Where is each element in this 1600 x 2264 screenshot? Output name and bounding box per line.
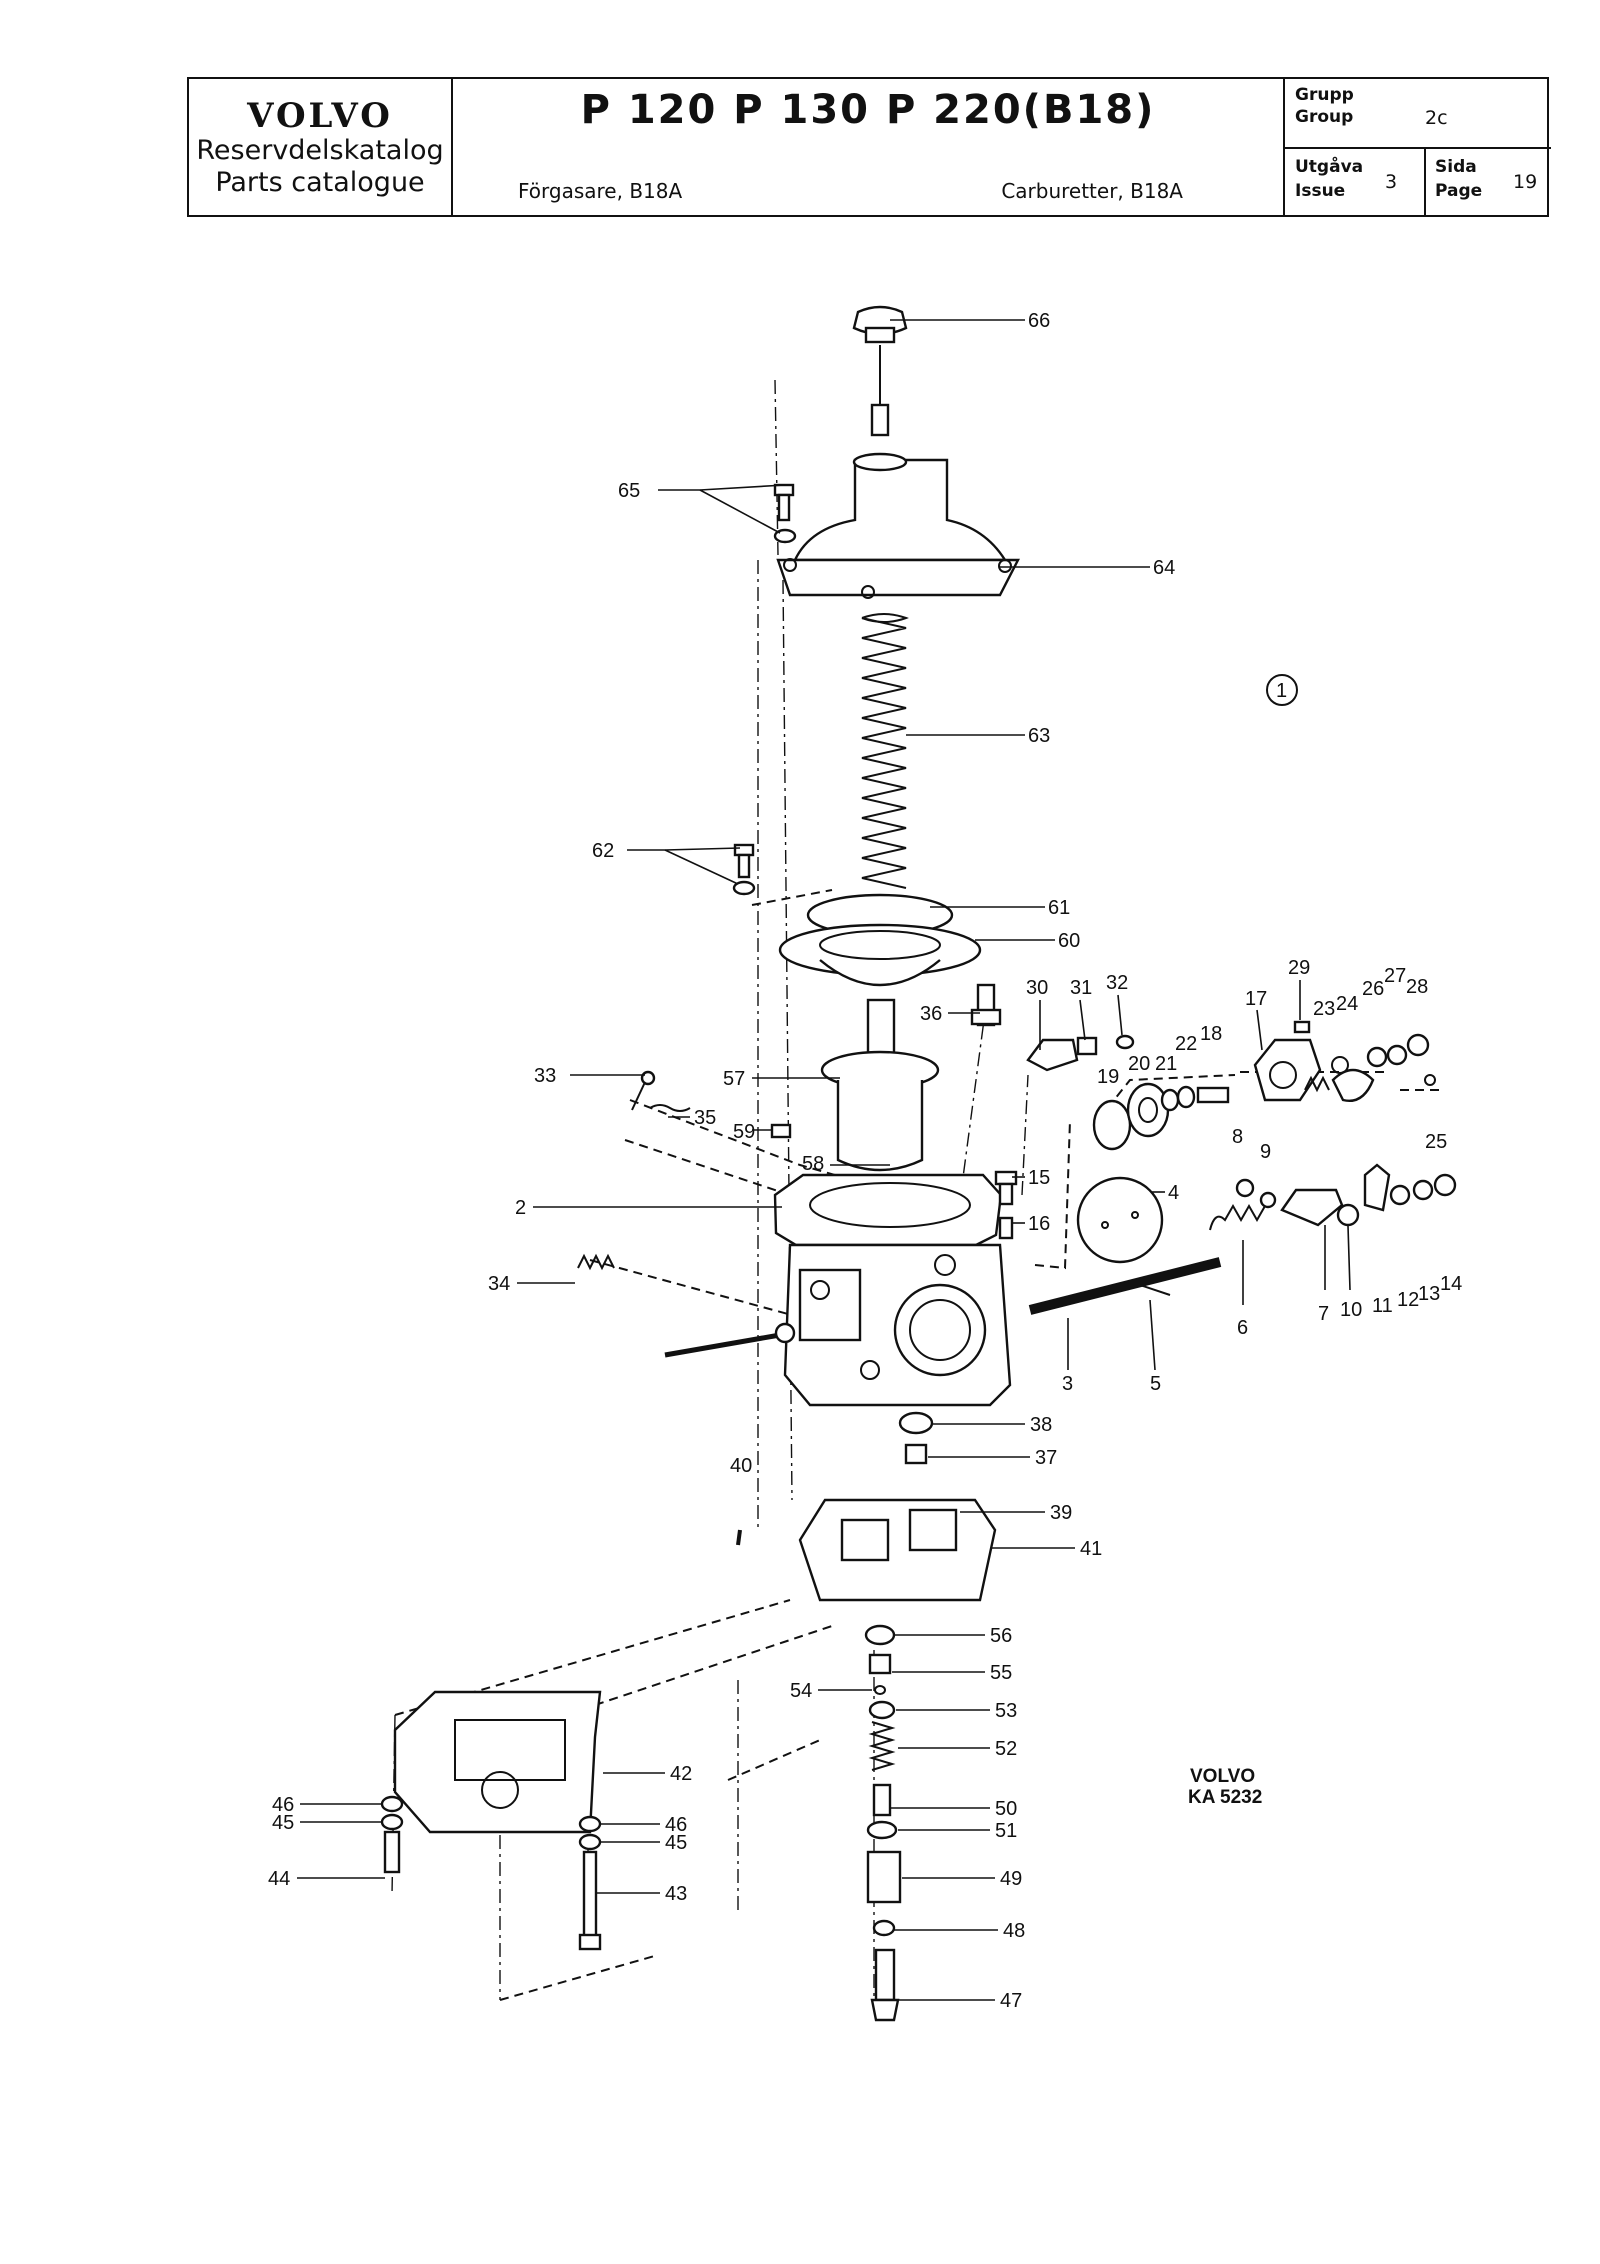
callout-45-right: 45	[665, 1832, 687, 1854]
issue-label-en: Issue	[1295, 181, 1346, 201]
callout-63: 63	[1028, 725, 1050, 747]
callout-52: 52	[995, 1738, 1017, 1760]
callout-29: 29	[1288, 957, 1310, 979]
callout-49: 49	[1000, 1868, 1022, 1890]
callout-57: 57	[723, 1068, 745, 1090]
callout-62: 62	[592, 840, 614, 862]
callout-22: 22	[1175, 1033, 1197, 1055]
callout-61: 61	[1048, 897, 1070, 919]
group-label-sv: Grupp	[1295, 85, 1354, 105]
callout-37: 37	[1035, 1447, 1057, 1469]
callout-21: 21	[1155, 1053, 1177, 1075]
page-label-sv: Sida	[1435, 157, 1477, 177]
stamp-code: KA 5232	[1188, 1787, 1262, 1808]
page-label-en: Page	[1435, 181, 1483, 201]
stamp-brand: VOLVO	[1190, 1766, 1255, 1787]
callout-43: 43	[665, 1883, 687, 1905]
group-value: 2c	[1425, 107, 1448, 129]
callout-numbers: 66 65 64 63 62 61 60 36 30 31 32 29 17 2…	[268, 310, 1462, 2012]
callout-31: 31	[1070, 977, 1092, 999]
callout-26: 26	[1362, 978, 1384, 1000]
callout-24: 24	[1336, 993, 1358, 1015]
catalog-title-en: Parts catalogue	[215, 167, 425, 198]
callout-9: 9	[1260, 1141, 1271, 1163]
callout-16: 16	[1028, 1213, 1050, 1235]
callout-20: 20	[1128, 1053, 1150, 1075]
callout-8: 8	[1232, 1126, 1243, 1148]
callout-51: 51	[995, 1820, 1017, 1842]
callout-42: 42	[670, 1763, 692, 1785]
callout-5: 5	[1150, 1373, 1161, 1395]
callout-18: 18	[1200, 1023, 1222, 1045]
callout-35: 35	[694, 1107, 716, 1129]
leader-lines	[297, 319, 1351, 2001]
callout-41: 41	[1080, 1538, 1102, 1560]
callout-23: 23	[1313, 998, 1335, 1020]
callout-11: 11	[1372, 1295, 1393, 1317]
callout-40: 40	[730, 1455, 752, 1477]
part-drawings	[380, 305, 1457, 2022]
callout-65: 65	[618, 480, 640, 502]
view-marker-number: 1	[1276, 680, 1287, 702]
callout-58: 58	[802, 1153, 824, 1175]
subtitle-sv: Förgasare, B18A	[518, 179, 683, 203]
callout-33: 33	[534, 1065, 556, 1087]
callout-32: 32	[1106, 972, 1128, 994]
illustration-stamp: VOLVO KA 5232	[1188, 1766, 1262, 1808]
callout-46-right: 46	[665, 1814, 687, 1836]
callout-15: 15	[1028, 1167, 1050, 1189]
callout-10: 10	[1340, 1299, 1362, 1321]
callout-45-left: 45	[272, 1812, 294, 1834]
callout-47: 47	[1000, 1990, 1022, 2012]
callout-53: 53	[995, 1700, 1017, 1722]
callout-2: 2	[515, 1197, 526, 1219]
callout-14: 14	[1440, 1273, 1462, 1295]
callout-60: 60	[1058, 930, 1080, 952]
page-value: 19	[1513, 171, 1538, 193]
callout-59: 59	[733, 1121, 755, 1143]
callout-56: 56	[990, 1625, 1012, 1647]
callout-39: 39	[1050, 1502, 1072, 1524]
callout-12: 12	[1397, 1289, 1419, 1311]
callout-38: 38	[1030, 1414, 1052, 1436]
title-cell: P 120 P 130 P 220(B18) Förgasare, B18A C…	[453, 79, 1285, 215]
callout-13: 13	[1418, 1283, 1440, 1305]
view-marker: 1	[1266, 674, 1298, 706]
callout-3: 3	[1062, 1373, 1073, 1395]
callout-7: 7	[1318, 1303, 1329, 1325]
callout-50: 50	[995, 1798, 1017, 1820]
callout-19: 19	[1097, 1066, 1119, 1088]
callout-6: 6	[1237, 1317, 1248, 1339]
callout-27: 27	[1384, 965, 1406, 987]
meta-divider	[1424, 149, 1426, 215]
callout-48: 48	[1003, 1920, 1025, 1942]
callout-17: 17	[1245, 988, 1267, 1010]
callout-54: 54	[790, 1680, 812, 1702]
meta-cell: Grupp Group 2c Utgåva Issue 3 Sida Page …	[1285, 79, 1551, 215]
model-list: P 120 P 130 P 220(B18)	[580, 87, 1156, 133]
catalog-header: VOLVO Reservdelskatalog Parts catalogue …	[187, 77, 1551, 217]
brand-logo: VOLVO	[247, 96, 393, 136]
callout-36: 36	[920, 1003, 942, 1025]
catalog-title-sv: Reservdelskatalog	[196, 135, 444, 166]
group-box: Grupp Group 2c	[1285, 79, 1551, 149]
subtitle-en: Carburetter, B18A	[1001, 179, 1183, 203]
group-label-en: Group	[1295, 107, 1354, 127]
brand-cell: VOLVO Reservdelskatalog Parts catalogue	[189, 79, 453, 215]
issue-value: 3	[1385, 171, 1398, 193]
callout-55: 55	[990, 1662, 1012, 1684]
callout-66: 66	[1028, 310, 1050, 332]
callout-4: 4	[1168, 1182, 1179, 1204]
callout-25: 25	[1425, 1131, 1447, 1153]
callout-64: 64	[1153, 557, 1175, 579]
callout-44: 44	[268, 1868, 290, 1890]
callout-28: 28	[1406, 976, 1428, 998]
callout-34: 34	[488, 1273, 510, 1295]
callout-30: 30	[1026, 977, 1048, 999]
issue-label-sv: Utgåva	[1295, 157, 1364, 177]
callout-46-left: 46	[272, 1794, 294, 1816]
